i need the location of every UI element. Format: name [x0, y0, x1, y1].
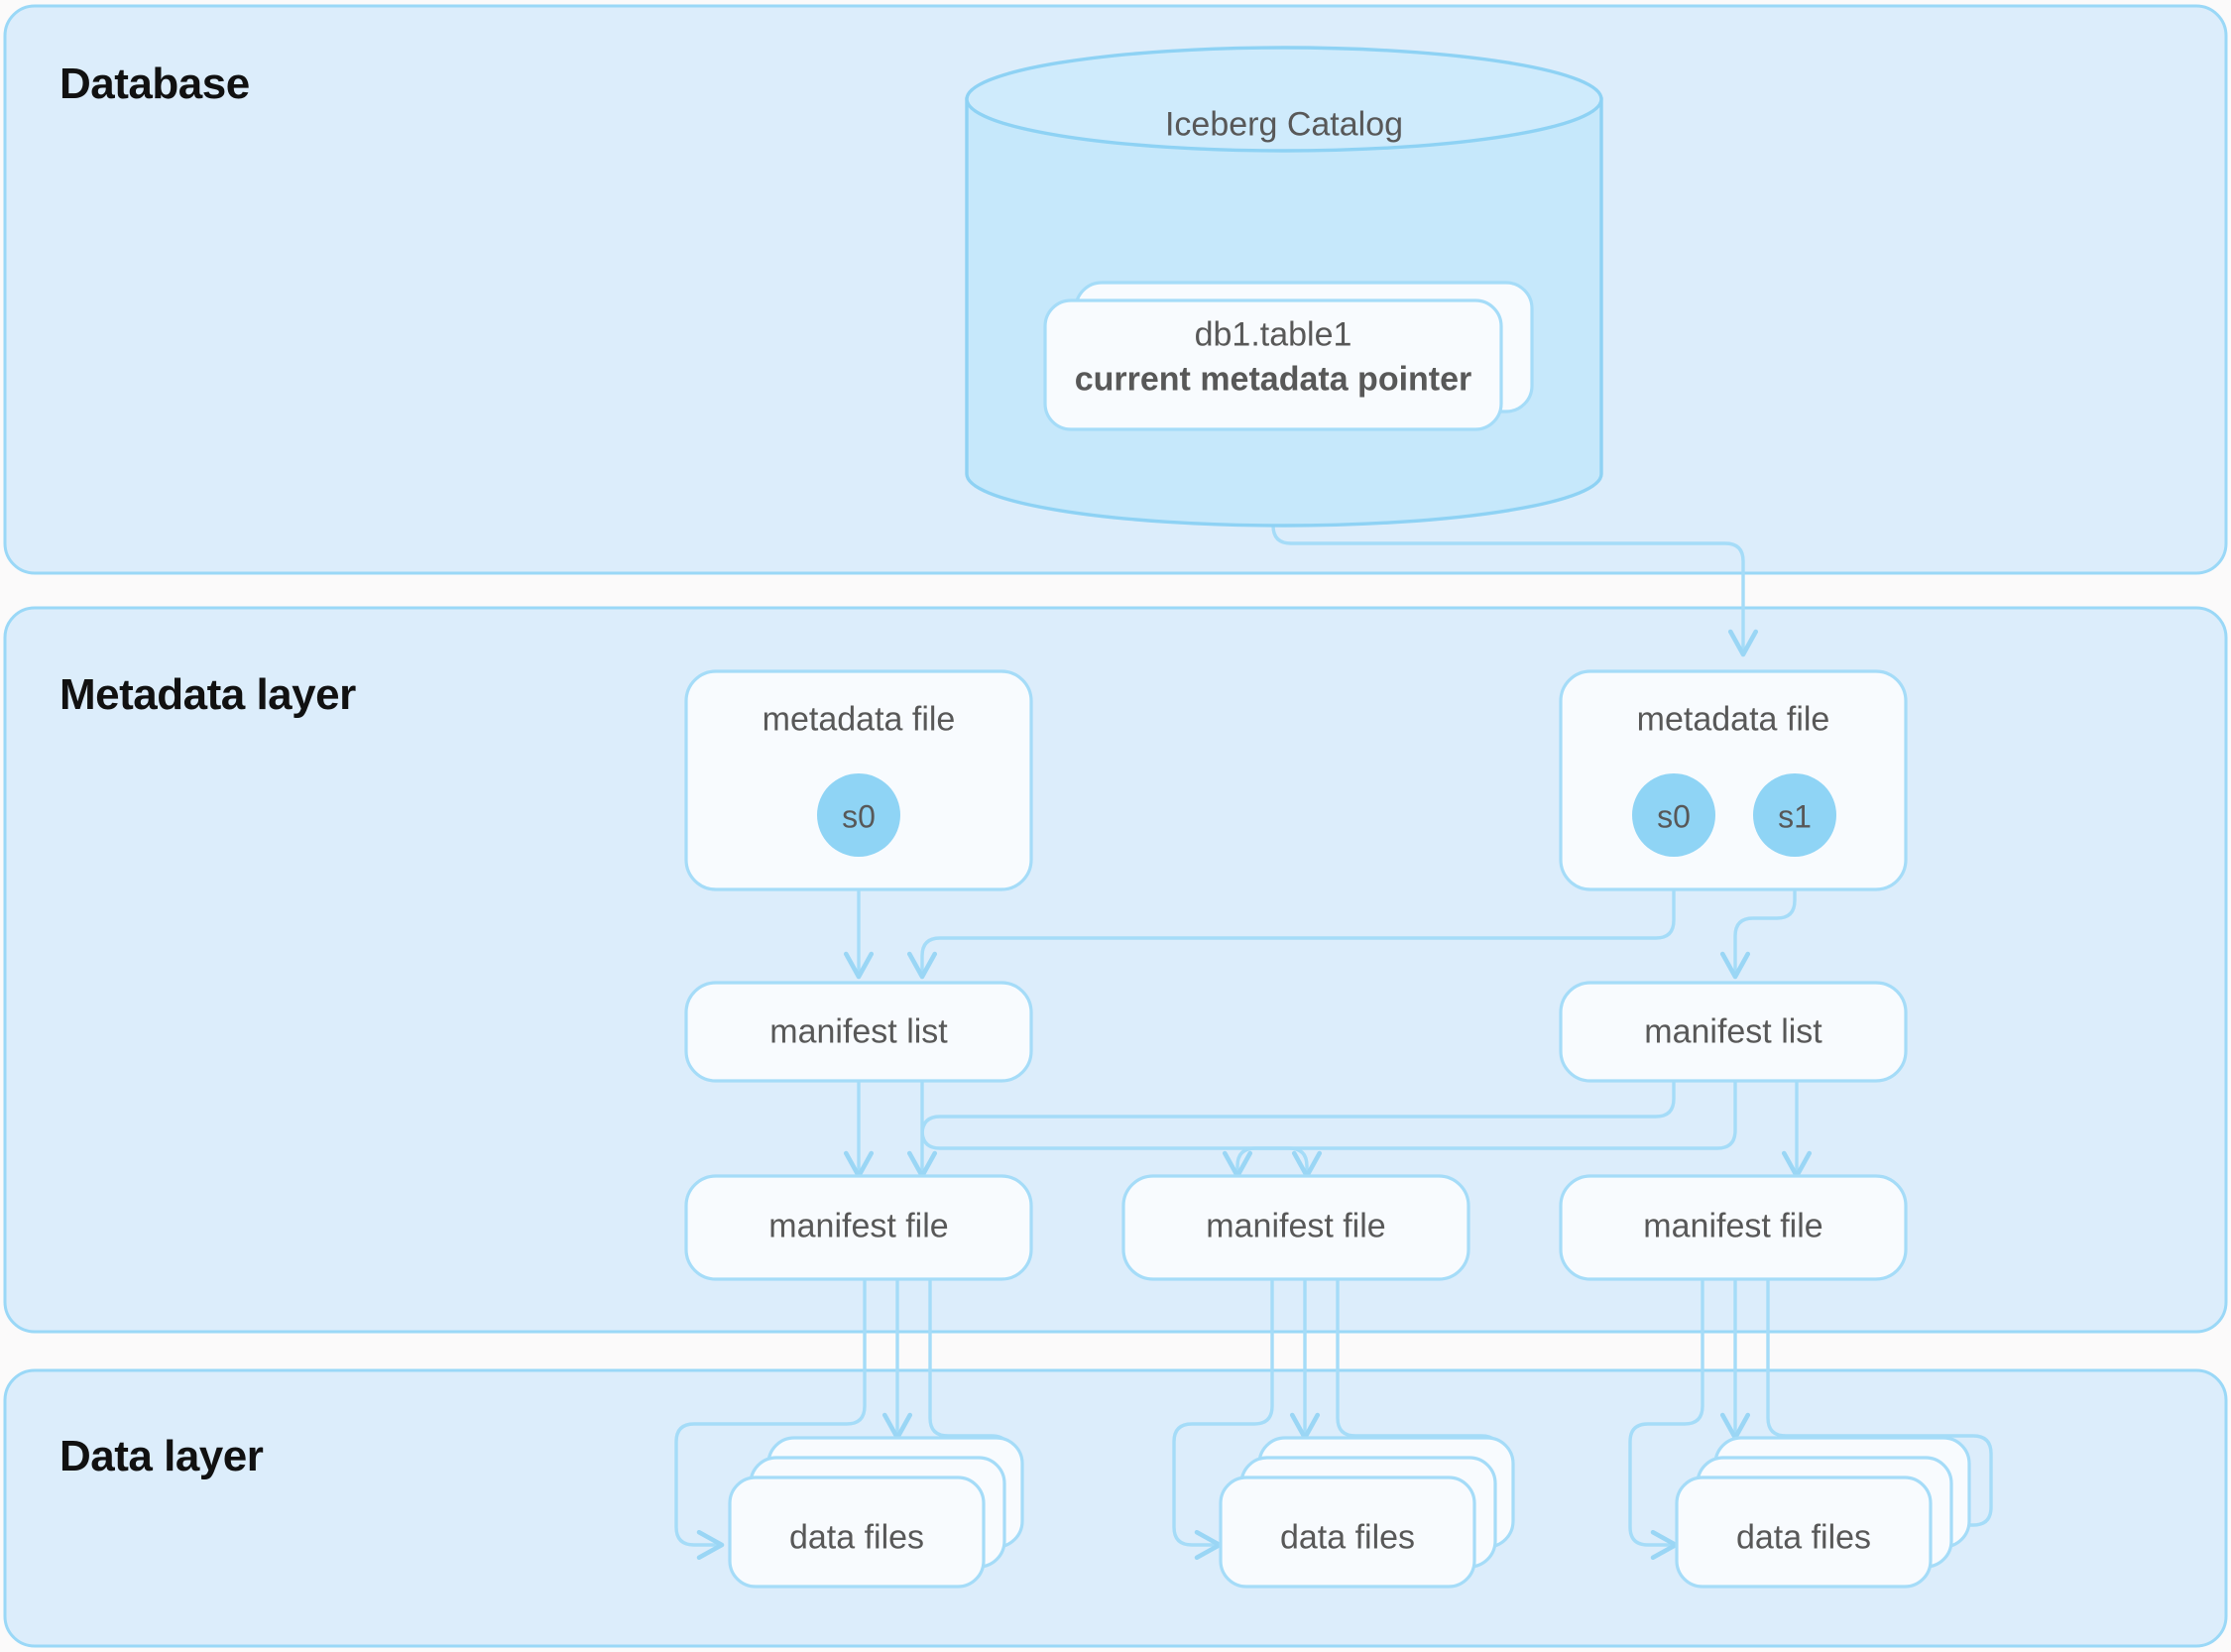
panel-title-database: Database — [59, 59, 250, 108]
data-files-stack-2 — [1219, 1436, 1515, 1589]
panel-title-data-layer: Data layer — [59, 1432, 264, 1480]
data-files-stack-3 — [1675, 1436, 1971, 1589]
manifest-list-boxes — [684, 981, 1908, 1083]
manifest-file-boxes — [684, 1174, 1908, 1281]
data-files-stack-1 — [728, 1436, 1024, 1589]
edges-manifest-list-to-manifest-file — [843, 1079, 1813, 1179]
panel-title-metadata-layer: Metadata layer — [59, 670, 356, 719]
edges-manifest-file-3-to-data-files — [1628, 1277, 1993, 1561]
panel-data-layer — [3, 1368, 2228, 1648]
current-metadata-pointer-card-stack — [1043, 281, 1534, 431]
edge-pointer-to-metadata-file — [1271, 442, 1759, 657]
snapshot-circles — [817, 773, 1836, 857]
